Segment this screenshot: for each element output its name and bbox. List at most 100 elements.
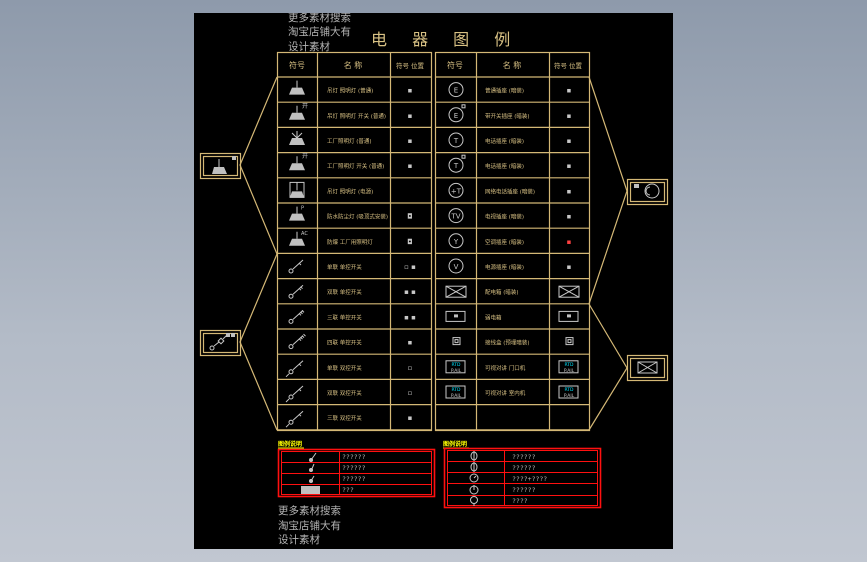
svg-text:RTD: RTD xyxy=(564,362,574,368)
row-code: ▪ ▪ xyxy=(404,288,416,296)
table-row: 弱电箱 xyxy=(445,310,579,322)
table-row: 开吊灯 照明灯 开关 (普通)▪ xyxy=(289,103,413,120)
callout-left-top-pendant-lamp-icon[interactable] xyxy=(212,156,236,174)
svg-text:????+????: ????+???? xyxy=(512,475,547,483)
row-code xyxy=(558,310,579,322)
row-code: ▪ xyxy=(567,87,572,95)
svg-text:▪: ▪ xyxy=(567,87,572,95)
svg-text:V: V xyxy=(454,263,459,271)
row-name: 电视插座 (暗装) xyxy=(485,213,524,221)
socket-t-icon: T xyxy=(448,132,464,148)
row-code xyxy=(558,285,580,298)
row-code: ▪ xyxy=(567,187,572,195)
svg-text:????: ???? xyxy=(512,497,528,505)
svg-text:更多素材搜索: 更多素材搜索 xyxy=(278,504,341,517)
emergency-lamp-icon xyxy=(289,131,305,145)
switch-dual-ctrl-3-icon xyxy=(285,410,304,428)
pendant-lamp-switch-icon: 开 xyxy=(289,103,308,120)
svg-text:▫ ▪: ▫ ▪ xyxy=(404,263,416,271)
svg-text:???: ??? xyxy=(342,486,354,494)
row-name: 可视对讲 室内机 xyxy=(485,389,526,397)
svg-text:RTD: RTD xyxy=(564,387,574,393)
row-name: 双联 双控开关 xyxy=(327,389,362,397)
callout-right-bottom-distribution-box-icon[interactable] xyxy=(637,361,658,374)
row-name: 带开关插座 (暗装) xyxy=(485,112,530,120)
switch-dual-ctrl-icon xyxy=(285,360,304,378)
svg-text:▪: ▪ xyxy=(567,213,572,221)
callout-right-top-socket-icon[interactable] xyxy=(634,183,660,199)
row-code: ▪ xyxy=(567,162,572,170)
table-row: 四联 单控开关▪ xyxy=(288,333,413,350)
socket-e-icon: E xyxy=(448,82,464,98)
socket-tv-icon: TV xyxy=(448,208,464,224)
drawing-canvas[interactable]: 更多素材搜索 淘宝店铺大有 设计素材 电 器 图 例 xyxy=(194,13,673,549)
svg-text:设计素材: 设计素材 xyxy=(288,40,330,53)
row-name: 接线盒 (预埋暗装) xyxy=(485,339,530,347)
boxed-lamp-icon xyxy=(289,181,305,198)
row-name: 配电箱 (暗装) xyxy=(485,288,519,296)
svg-text:E: E xyxy=(454,112,458,120)
row-code: ◘ xyxy=(407,238,413,246)
row-code: ▪ xyxy=(408,162,413,170)
row-code: ▪ xyxy=(567,137,572,145)
svg-text:图例说明: 图例说明 xyxy=(278,440,302,448)
row-code: ▪ xyxy=(408,414,413,422)
row-code xyxy=(565,337,574,346)
distribution-box-icon xyxy=(445,285,467,298)
svg-text:E: E xyxy=(454,87,458,95)
row-code: ▪ xyxy=(567,213,572,221)
row-code: ▪ xyxy=(408,137,413,145)
svg-text:符号 位置: 符号 位置 xyxy=(396,61,425,70)
svg-text:TV: TV xyxy=(450,213,460,221)
row-name: 电话插座 (暗装) xyxy=(485,162,524,170)
svg-text:符号: 符号 xyxy=(447,60,463,70)
row-name: 工厂照明灯 开关 (普通) xyxy=(327,162,384,170)
svg-text:开: 开 xyxy=(302,103,308,110)
row-code: ▫ xyxy=(408,389,413,397)
svg-text:淘宝店铺大有: 淘宝店铺大有 xyxy=(278,519,341,532)
lamp-ac-icon: AC xyxy=(289,231,308,246)
table-row: 配电箱 (暗装) xyxy=(445,285,580,298)
socket-v-icon: V xyxy=(448,258,464,274)
row-code: ▪ ▪ xyxy=(404,313,416,321)
row-name: 吊灯 照明灯 开关 (普通) xyxy=(327,112,386,120)
svg-text:▪: ▪ xyxy=(567,137,572,145)
svg-text:名 称: 名 称 xyxy=(344,60,363,70)
svg-text:??????: ?????? xyxy=(342,475,366,483)
callout-left-bottom-switch-icon[interactable] xyxy=(209,333,235,351)
drawing-title: 电 器 图 例 xyxy=(371,30,520,49)
svg-text:▪: ▪ xyxy=(408,137,413,145)
svg-text:▪: ▪ xyxy=(408,87,413,95)
svg-text:▪: ▪ xyxy=(567,112,572,120)
switch-dual-ctrl-2-icon xyxy=(285,385,304,403)
row-name: 空调插座 (暗装) xyxy=(485,238,524,246)
row-code: ▫ xyxy=(408,364,413,372)
table-row: 吊灯 照明灯 (普通)▪ xyxy=(289,80,413,95)
socket-y-icon: Y xyxy=(448,233,464,249)
svg-text:▫: ▫ xyxy=(408,389,413,397)
svg-text:AC: AC xyxy=(301,231,308,237)
table-row: 单联 单控开关▫ ▪ xyxy=(288,259,416,274)
table-row: 三联 双控开关▪ xyxy=(285,410,413,428)
table-row: 单联 双控开关▫ xyxy=(285,360,413,378)
svg-text:RTD: RTD xyxy=(451,362,461,368)
row-code: ▪ xyxy=(408,339,413,347)
svg-text:P.AIL: P.AIL xyxy=(451,368,462,374)
svg-text:◘: ◘ xyxy=(407,213,413,221)
sub-legend-right: 图例说明 ?????? ?????? xyxy=(443,440,602,509)
svg-text:P: P xyxy=(301,206,304,212)
table-row: E 带开关插座 (暗装) ▪ xyxy=(448,104,572,123)
svg-text:▪: ▪ xyxy=(408,339,413,347)
table-row: 吊灯 照明灯 (电源) xyxy=(289,181,373,198)
svg-text:▪: ▪ xyxy=(567,238,572,246)
socket-t-switch-icon: T xyxy=(448,154,466,173)
